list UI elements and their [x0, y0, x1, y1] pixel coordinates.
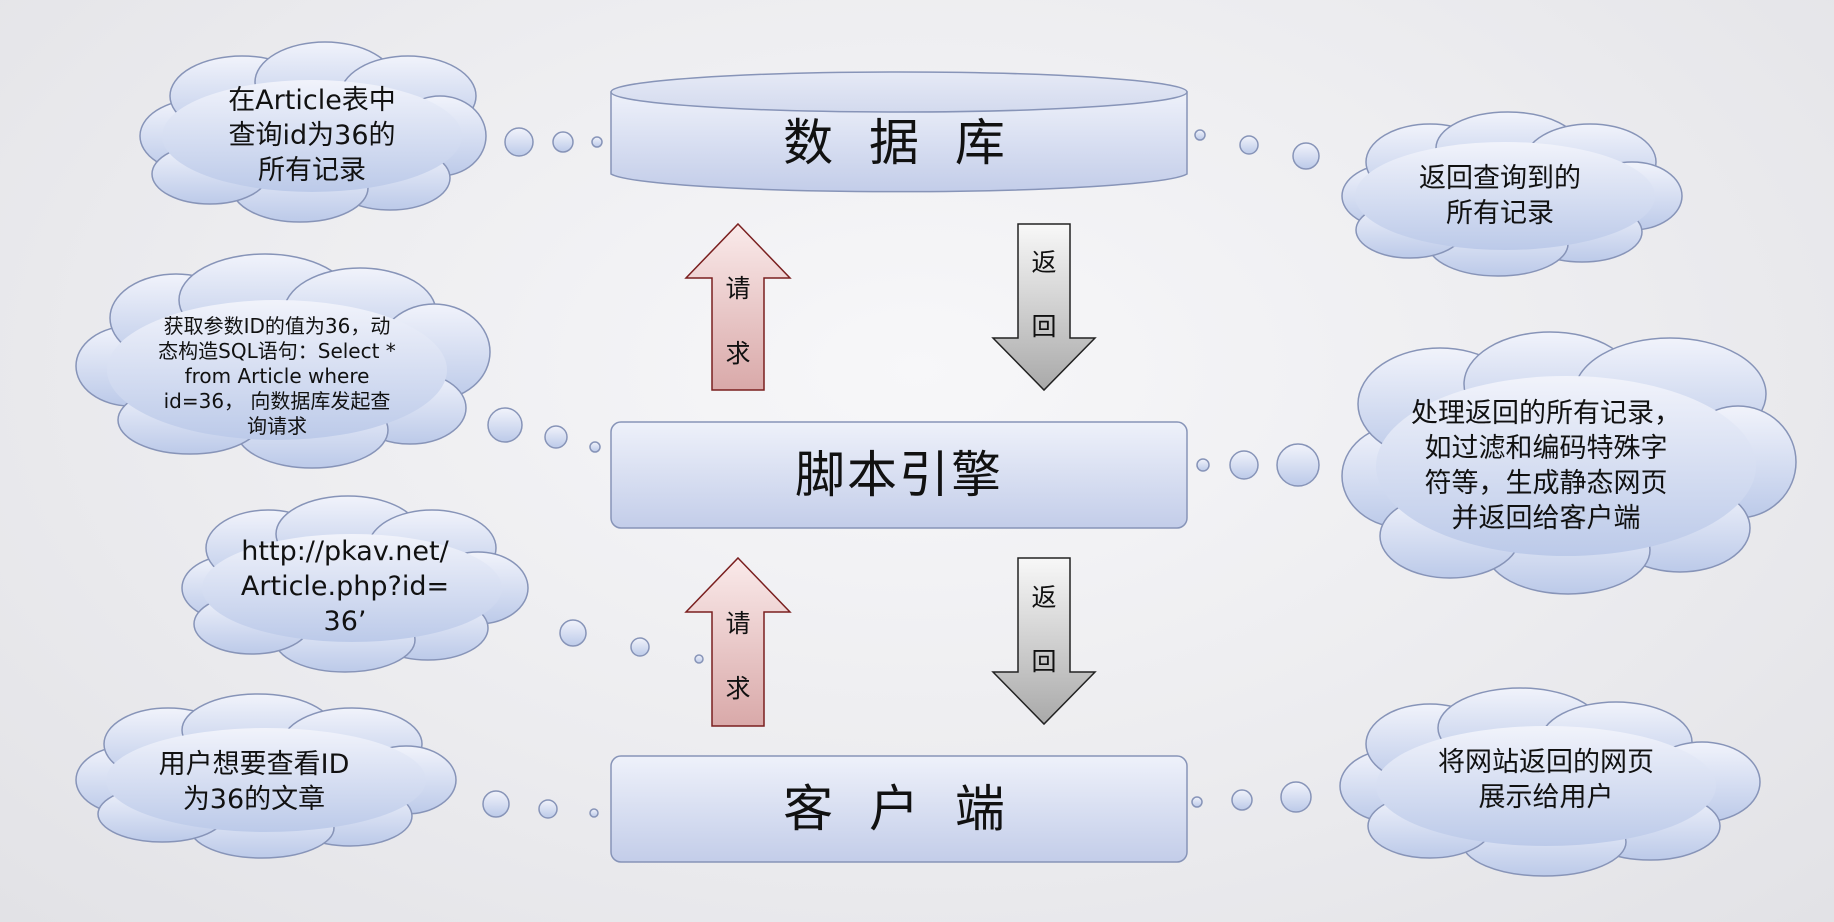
- cloud-engine-process-line2: 如过滤和编码特殊字: [1424, 433, 1668, 464]
- request-arrow-lower-char1: 请: [725, 609, 751, 638]
- return-arrow-upper: [991, 223, 1097, 392]
- cloud-db-query-line1: 在Article表中: [228, 85, 396, 116]
- cloud-url-line2: Article.php?id=: [240, 571, 450, 602]
- request-arrow-lower-char2: 求: [725, 674, 751, 703]
- cloud-url-text: http://pkav.net/ Article.php?id= 36’: [195, 534, 495, 639]
- cloud-engine-build-line2: 态构造SQL语句：Select *: [158, 339, 396, 363]
- cloud-db-query-line3: 所有记录: [258, 155, 366, 186]
- cloud-engine-process-line3: 符等，生成静态网页: [1424, 468, 1668, 499]
- cloud-engine-build-text: 获取参数ID的值为36，动 态构造SQL语句：Select * from Art…: [117, 314, 437, 439]
- database-cylinder: [610, 71, 1188, 193]
- cloud-show-page-text: 将网站返回的网页 展示给用户: [1386, 745, 1706, 815]
- cloud-engine-build-line3: from Article where: [184, 364, 370, 388]
- cloud-db-return-line1: 返回查询到的: [1419, 163, 1581, 194]
- cloud-url-line1: http://pkav.net/: [241, 536, 449, 567]
- return-arrow-upper-char2: 回: [1031, 312, 1057, 341]
- cloud-engine-process: [1341, 331, 1797, 595]
- thought-dots: [482, 127, 1320, 819]
- return-arrow-lower: [991, 557, 1097, 726]
- cloud-db-query: [139, 41, 487, 223]
- client-box: [610, 755, 1188, 863]
- cloud-db-return-text: 返回查询到的 所有记录: [1350, 161, 1650, 231]
- cloud-db-query-line2: 查询id为36的: [228, 120, 396, 151]
- cloud-db-return-line2: 所有记录: [1446, 198, 1554, 229]
- cloud-user-want-line2: 为36的文章: [182, 784, 326, 815]
- cloud-show-page-line1: 将网站返回的网页: [1438, 747, 1654, 778]
- cloud-engine-process-line1: 处理返回的所有记录，: [1411, 398, 1681, 429]
- cloud-engine-process-line4: 并返回给客户端: [1451, 503, 1641, 534]
- request-arrow-upper: [684, 222, 792, 391]
- cloud-engine-build-line1: 获取参数ID的值为36，动: [163, 314, 391, 338]
- cloud-show-page: [1339, 687, 1761, 877]
- request-arrow-lower: [684, 556, 792, 727]
- script-engine-label: 脚本引擎: [795, 446, 1003, 504]
- cloud-db-query-text: 在Article表中 查询id为36的 所有记录: [162, 83, 462, 188]
- cloud-db-return: [1341, 111, 1683, 277]
- request-arrow-upper-char2: 求: [725, 339, 751, 368]
- cloud-user-want: [75, 693, 457, 859]
- return-arrow-lower-char1: 返: [1031, 583, 1057, 612]
- cloud-engine-process-text: 处理返回的所有记录， 如过滤和编码特殊字 符等，生成静态网页 并返回给客户端: [1386, 396, 1706, 536]
- cloud-engine-build-line5: 询请求: [247, 414, 307, 438]
- client-label: 客 户 端: [783, 780, 1015, 838]
- cloud-engine-build: [75, 253, 491, 469]
- script-engine-box: [610, 421, 1188, 529]
- return-arrow-upper-char1: 返: [1031, 248, 1057, 277]
- cloud-url-line3: 36’: [323, 606, 367, 637]
- cloud-engine-build-line4: id=36， 向数据库发起查: [163, 389, 391, 413]
- cloud-user-want-line1: 用户想要查看ID: [158, 749, 350, 780]
- request-arrow-upper-char1: 请: [725, 274, 751, 303]
- return-arrow-lower-char2: 回: [1031, 647, 1057, 676]
- cloud-url: [181, 495, 529, 673]
- cloud-user-want-text: 用户想要查看ID 为36的文章: [104, 747, 404, 817]
- database-label: 数 据 库: [783, 114, 1015, 172]
- cloud-show-page-line2: 展示给用户: [1478, 782, 1614, 813]
